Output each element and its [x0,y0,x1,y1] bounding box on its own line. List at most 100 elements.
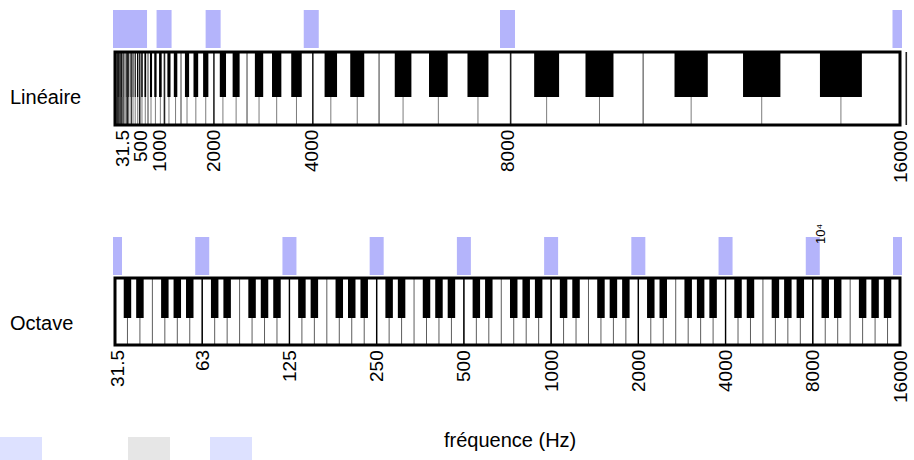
black-key [610,278,617,318]
key-divider [643,52,644,125]
key-divider [222,97,223,125]
octave-divider [550,278,551,345]
black-key [211,278,218,318]
octave-marker-bar [457,237,471,275]
black-key [772,278,779,318]
black-key [747,278,754,318]
black-key [141,52,143,97]
black-key [859,278,866,318]
tick-label: 500 [454,350,473,382]
black-key [360,278,367,318]
tick-label: 8000 [498,130,517,172]
key-divider [117,52,118,125]
tick-label: 31.5 [113,130,132,167]
black-key [174,52,177,97]
tick-label: 250 [367,350,386,382]
black-key [395,52,412,97]
key-divider [438,97,439,125]
key-divider [155,97,156,125]
linear-keyboard [115,52,906,125]
key-divider [131,52,132,125]
tick-label: 1000 [150,130,169,172]
octave-marker-bar [544,237,558,275]
axis-title: fréquence (Hz) [444,430,576,450]
key-divider [239,278,240,345]
key-divider [850,278,851,345]
background-block [210,437,252,460]
black-key [622,278,629,318]
black-key [485,278,492,318]
black-key [159,52,162,97]
black-key [697,278,704,318]
key-divider [812,278,813,345]
key-divider [152,278,153,345]
key-divider [357,97,358,125]
key-divider [187,97,188,125]
key-divider [148,52,149,125]
octave-marker-bar [206,10,221,48]
key-divider [376,278,377,345]
tick-label: 31.5 [108,350,127,387]
black-key [311,278,318,318]
black-key [435,278,442,318]
black-key [336,278,343,318]
key-divider [205,97,206,125]
black-key [161,278,168,318]
black-key [144,52,146,97]
tick-label: 63 [193,350,212,371]
black-key [784,278,791,318]
tick-label: 2000 [204,130,223,172]
black-key [585,52,613,97]
black-key [647,278,654,318]
black-key [535,278,542,318]
black-key [473,278,480,318]
tick-label: 125 [280,350,299,382]
octave-marker-bar [157,10,172,48]
keyboard-frame [115,278,900,345]
black-key [822,278,829,318]
key-divider [905,52,907,125]
key-divider [145,97,146,125]
key-divider [120,52,122,125]
octave-marker-bar [719,237,733,275]
key-divider [477,97,478,125]
key-divider [247,52,248,125]
octave-marker-bar [893,237,902,275]
octave-marker-bar [631,237,645,275]
black-key [398,278,405,318]
octave-marker-bar [195,237,209,275]
black-key [273,278,280,318]
black-key [186,278,193,318]
black-key [820,52,862,97]
tick-label: 2000 [629,350,648,392]
tick-label: 500 [131,130,150,162]
key-divider [638,278,639,345]
octave-keyboard [115,278,900,345]
black-key [597,278,604,318]
black-key [385,278,392,318]
row-label: Octave [10,313,73,333]
black-key [448,278,455,318]
key-divider [761,97,762,125]
key-divider [762,278,763,345]
key-divider [510,52,512,125]
tick-label: 8000 [803,350,822,392]
key-divider [128,97,129,125]
black-key [124,278,131,318]
key-divider [202,278,203,345]
black-key [675,52,708,97]
black-key [734,278,741,318]
black-key [154,52,156,97]
octave-marker-bar [370,237,384,275]
key-divider [160,97,161,125]
key-divider [124,97,125,125]
key-divider [117,52,119,125]
black-key [684,278,691,318]
key-divider [119,97,120,125]
black-key [136,278,143,318]
key-divider [181,52,182,125]
black-key [248,278,255,318]
black-key [132,52,133,97]
black-key [834,278,841,318]
black-key [298,278,305,318]
